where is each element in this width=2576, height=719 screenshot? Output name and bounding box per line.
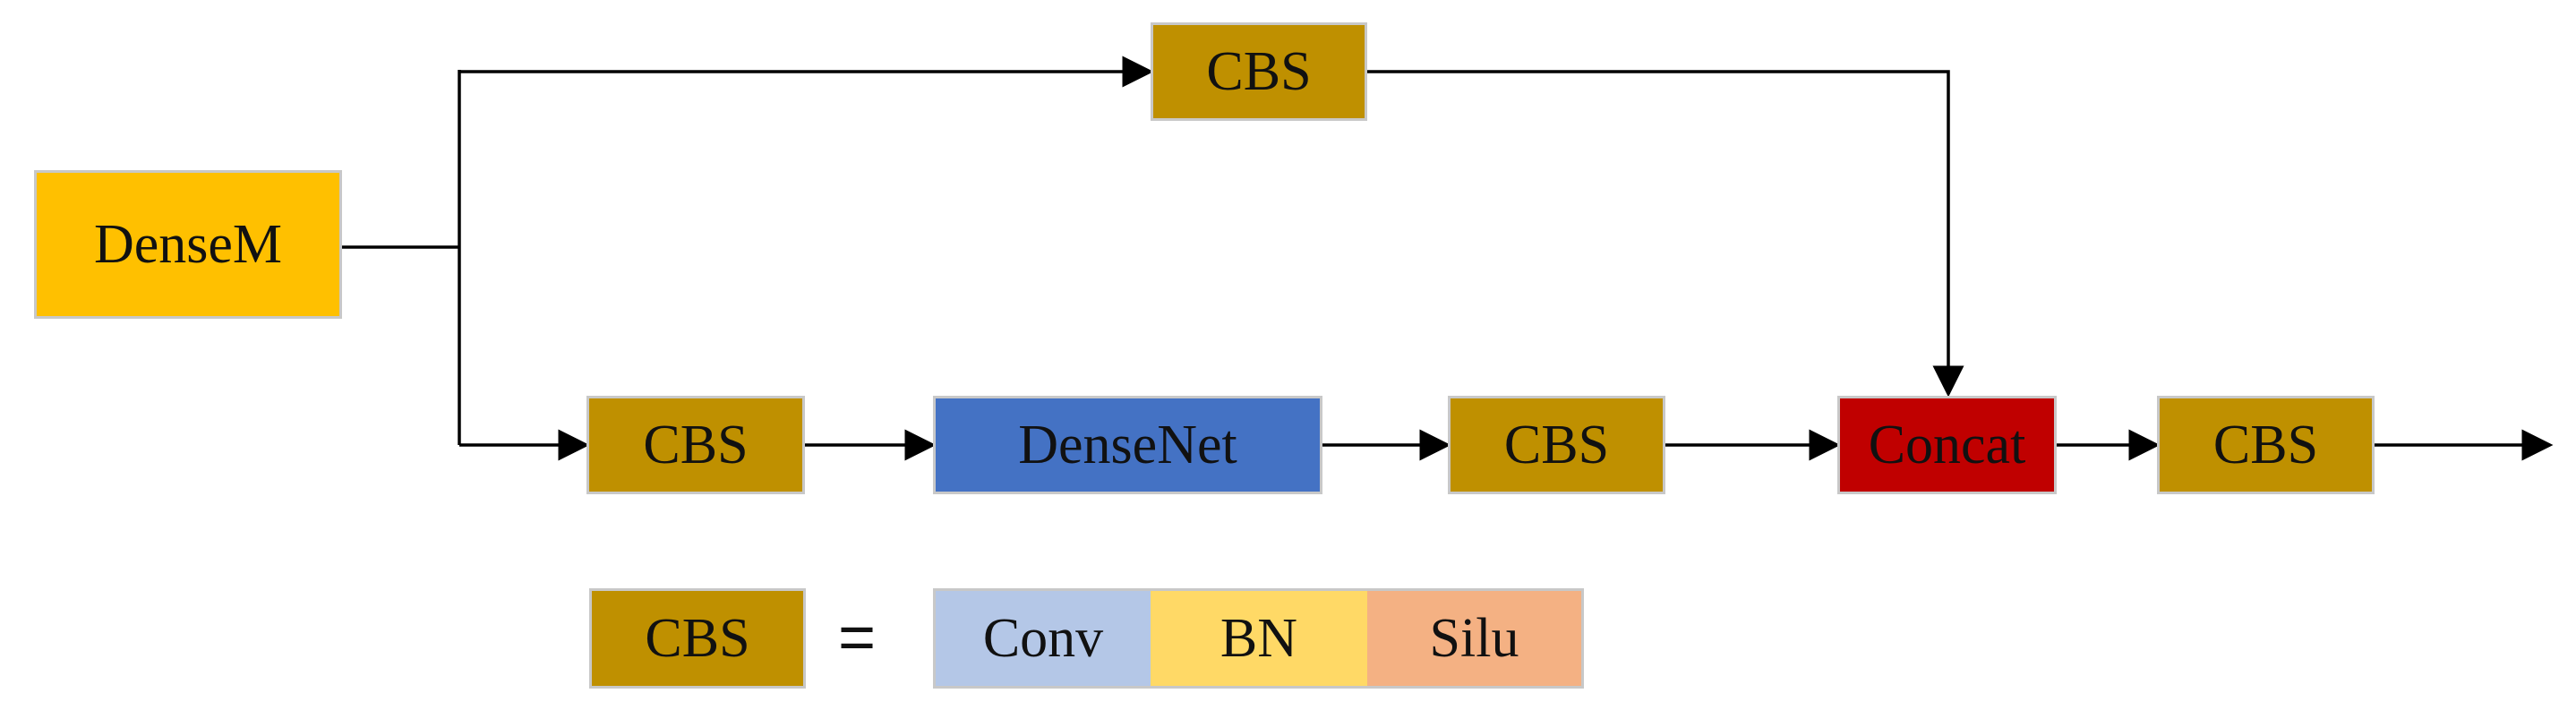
legend-silu-block: Silu (1367, 588, 1584, 689)
densem-block: DenseM (34, 170, 342, 319)
arrow-cbs-top-to-concat (1367, 70, 1964, 398)
densenet-block: DenseNet (933, 396, 1322, 494)
cbs-block-1: CBS (586, 396, 805, 494)
cbs-block-2: CBS (1448, 396, 1665, 494)
legend-equals-sign: = (838, 602, 877, 673)
legend-bn-block: BN (1151, 588, 1367, 689)
concat-block: Concat (1837, 396, 2057, 494)
legend-cbs-block: CBS (589, 588, 806, 689)
cbs-top-block: CBS (1151, 22, 1367, 121)
legend-conv-block: Conv (933, 588, 1151, 689)
cbs-output-block: CBS (2157, 396, 2375, 494)
